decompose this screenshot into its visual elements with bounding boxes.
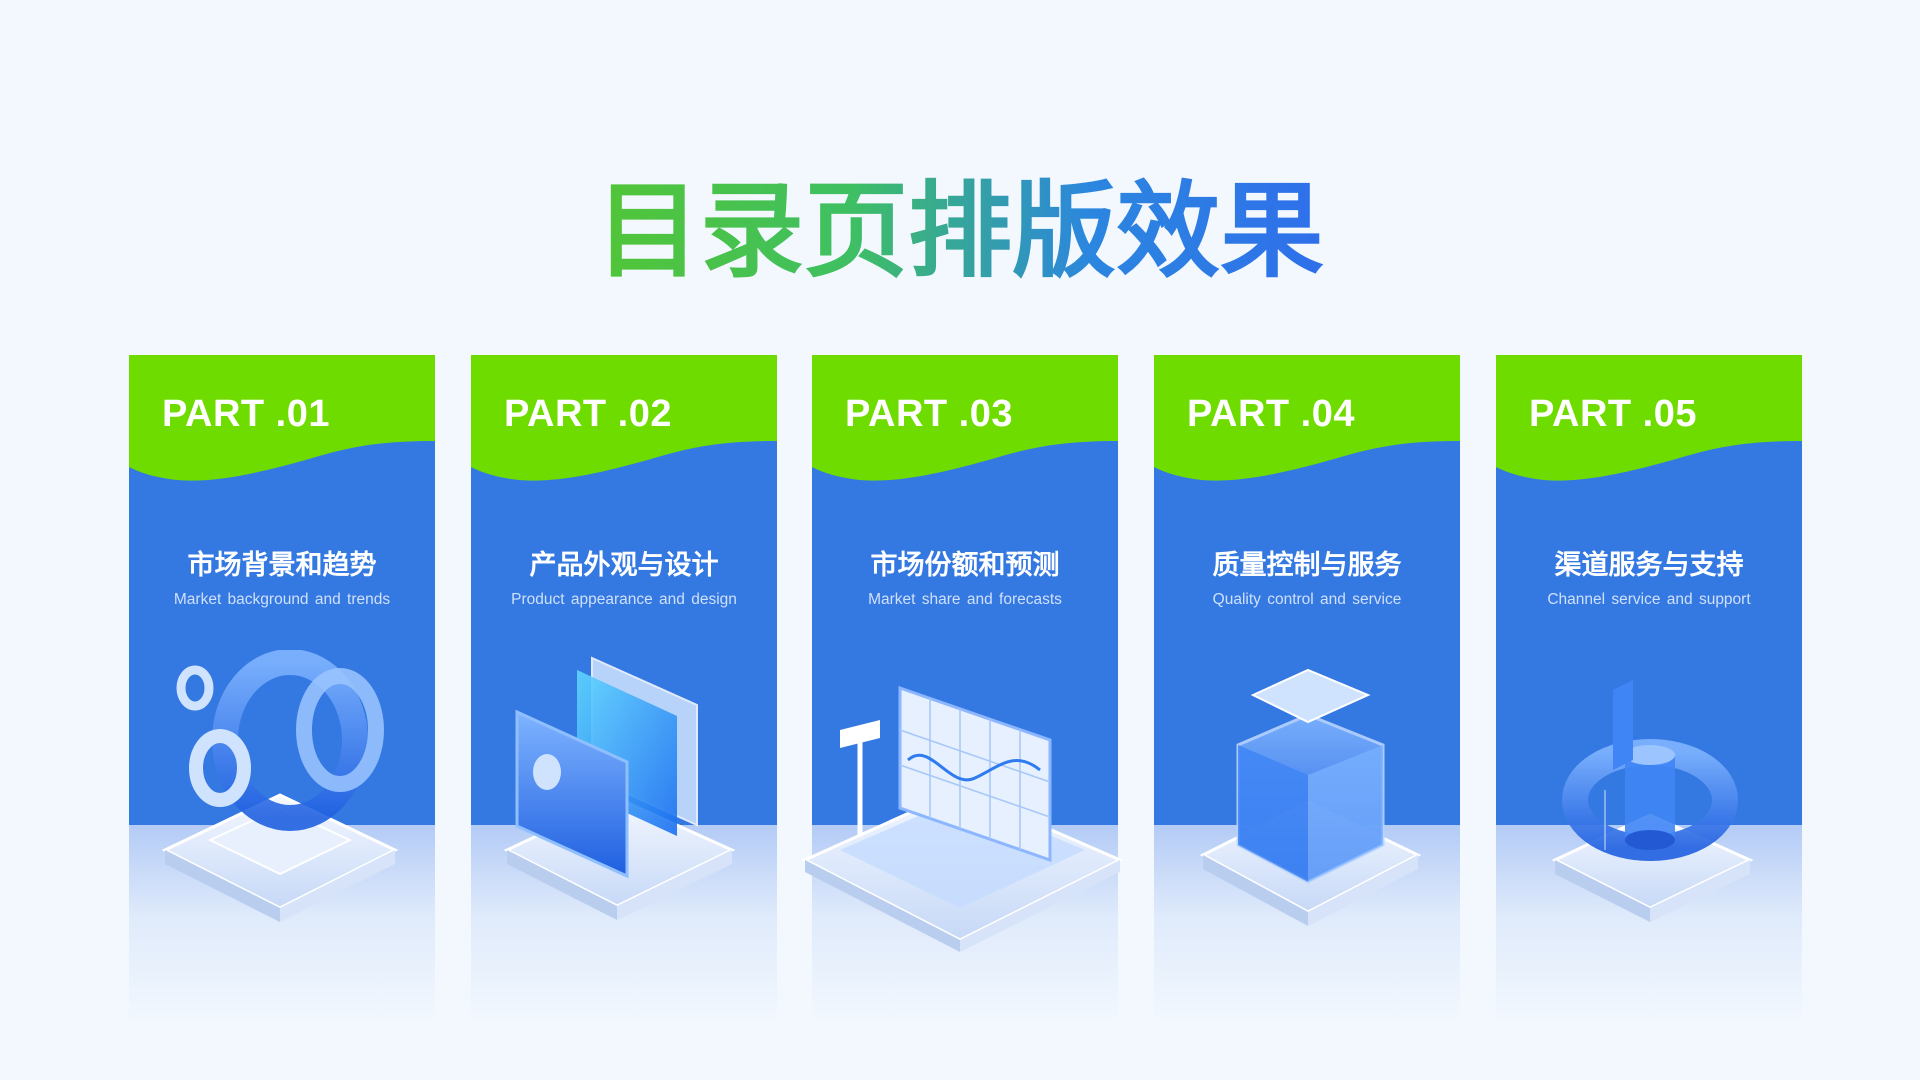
- card-header-wave: [1154, 355, 1460, 481]
- part-label: PART .02: [504, 393, 673, 435]
- part-title: 质量控制与服务: [1212, 550, 1402, 581]
- part-label: PART .05: [1529, 393, 1698, 435]
- part-subtitle: Market share and forecasts: [868, 591, 1062, 608]
- ring-chart-icon: [1551, 680, 1754, 922]
- part-title: 产品外观与设计: [529, 550, 719, 581]
- part-title: 市场份额和预测: [870, 550, 1060, 581]
- panels-icon: [503, 656, 736, 920]
- part-label: PART .01: [162, 393, 331, 435]
- part-subtitle: Channel service and support: [1547, 591, 1751, 608]
- title-wrap: 目录页排版效果: [0, 0, 1920, 300]
- card-header-wave: [812, 355, 1118, 481]
- part-label: PART .03: [845, 393, 1014, 435]
- part-title: 市场背景和趋势: [187, 550, 377, 581]
- card-header-wave: [1496, 355, 1802, 481]
- part-title: 渠道服务与支持: [1554, 550, 1744, 581]
- card-header-wave: [129, 355, 435, 481]
- part-card-1[interactable]: PART .01 市场背景和趋势 Market background and t…: [129, 355, 435, 825]
- part-subtitle: Market background and trends: [173, 591, 391, 608]
- part-subtitle: Quality control and service: [1212, 591, 1402, 608]
- part-label: PART .04: [1187, 393, 1356, 435]
- chart-board-icon: [801, 685, 1124, 952]
- cube-icon: [1199, 668, 1422, 926]
- gear-disc-icon: [161, 650, 399, 922]
- part-subtitle: Product appearance and design: [511, 591, 737, 608]
- card-header-wave: [471, 355, 777, 481]
- page-title: 目录页排版效果: [596, 172, 1324, 300]
